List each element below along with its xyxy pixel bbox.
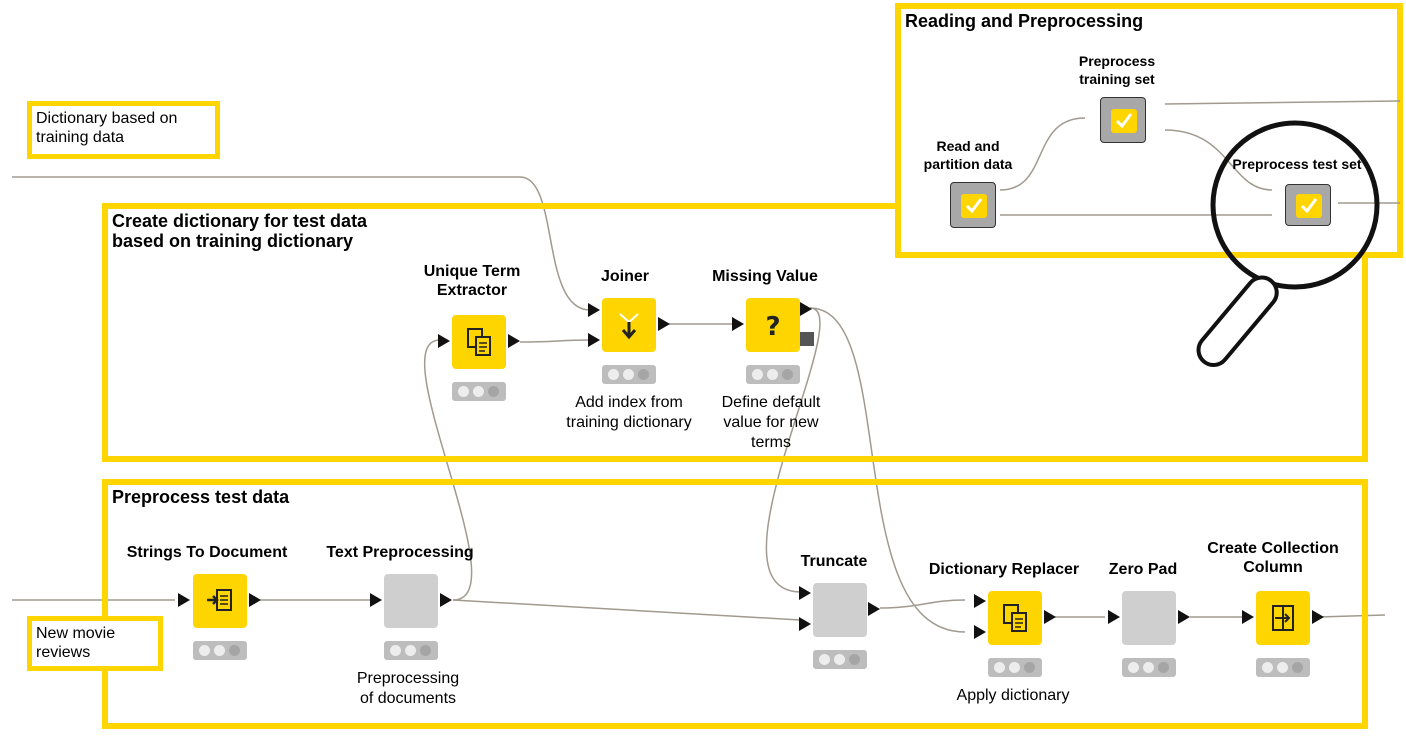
node-text-preprocessing[interactable] [384,574,438,628]
node-truncate[interactable] [813,583,867,637]
collection-icon [1272,605,1294,631]
node-title-preprocess-test: Preprocess test set [1232,156,1362,172]
node-status-indicator [746,365,800,384]
node-preprocess-training[interactable] [1100,97,1146,143]
annotation-title: Create dictionary for test data based on… [112,211,368,251]
input-port[interactable] [588,333,600,347]
node-preprocess-test[interactable] [1285,184,1331,226]
input-port[interactable] [588,303,600,317]
node-title-joiner: Joiner [600,268,649,285]
node-desc-joiner: Add index from training dictionary [566,394,692,431]
annotation-preprocess-test-data: Preprocess test data [102,479,1368,729]
annotation-create-dictionary: Create dictionary for test data based on… [102,203,1368,462]
input-port[interactable] [1108,610,1120,624]
svg-text:?: ? [765,312,780,342]
node-desc-text-preprocessing: Preprocessing of documents [356,670,460,707]
input-port[interactable] [1242,610,1254,624]
node-title-zero-pad: Zero Pad [1108,561,1178,578]
node-dictionary-replacer[interactable] [988,591,1042,645]
node-strings-to-document[interactable] [193,574,247,628]
node-status-indicator [452,382,506,401]
input-port[interactable] [732,317,744,331]
input-port[interactable] [799,586,811,600]
output-port[interactable] [800,302,812,316]
node-unique-term-extractor[interactable] [452,315,506,369]
input-port[interactable] [370,593,382,607]
node-title-text-preprocessing: Text Preprocessing [326,544,474,561]
input-port[interactable] [799,617,811,631]
node-status-indicator [1256,658,1310,677]
node-read-partition[interactable] [950,182,996,228]
output-port[interactable] [440,593,452,607]
document-icon [207,589,232,611]
node-status-indicator [988,658,1042,677]
input-port[interactable] [438,334,450,348]
node-status-indicator [602,365,656,384]
annotation-title: Reading and Preprocessing [905,11,1144,31]
input-port[interactable] [974,594,986,608]
joiner-icon [619,313,639,340]
output-port-square[interactable] [800,332,814,346]
annotation-title: Preprocess test data [112,487,290,507]
output-port[interactable] [658,317,670,331]
node-title-unique-term: Unique Term Extractor [423,263,521,299]
output-port[interactable] [508,334,520,348]
node-desc-missing-value: Define default value for new terms [721,394,821,451]
node-joiner[interactable] [602,298,656,352]
node-status-indicator [384,641,438,660]
output-port[interactable] [1044,610,1056,624]
note-dictionary-training: Dictionary based on training data [27,101,220,159]
node-title-create-collection: Create Collection Column [1207,540,1339,576]
output-port[interactable] [249,593,261,607]
node-title-missing-value: Missing Value [712,268,818,285]
checkmark-icon [961,194,987,218]
node-title-strings-to-document: Strings To Document [126,544,288,561]
node-create-collection-column[interactable] [1256,591,1310,645]
checkmark-icon [1296,194,1322,218]
document-icon [467,328,491,356]
magnifier-icon [1196,120,1380,367]
node-status-indicator [1122,658,1176,677]
node-title-dictionary-replacer: Dictionary Replacer [928,561,1080,578]
output-port[interactable] [868,602,880,616]
node-title-truncate: Truncate [800,553,868,570]
node-missing-value[interactable]: ? [746,298,800,352]
checkmark-icon [1111,109,1137,133]
node-status-indicator [813,650,867,669]
question-mark-icon: ? [765,312,780,342]
node-zero-pad[interactable] [1122,591,1176,645]
input-port[interactable] [974,625,986,639]
input-port[interactable] [178,593,190,607]
node-desc-dictionary-replacer: Apply dictionary [956,687,1070,704]
note-new-movie-reviews: New movie reviews [27,616,163,671]
document-icon [1003,604,1027,632]
output-port[interactable] [1178,610,1190,624]
output-port[interactable] [1312,610,1324,624]
node-title-read-partition: Read and partition data [923,138,1013,172]
node-status-indicator [193,641,247,660]
node-title-preprocess-training: Preprocess training set [1078,53,1156,87]
